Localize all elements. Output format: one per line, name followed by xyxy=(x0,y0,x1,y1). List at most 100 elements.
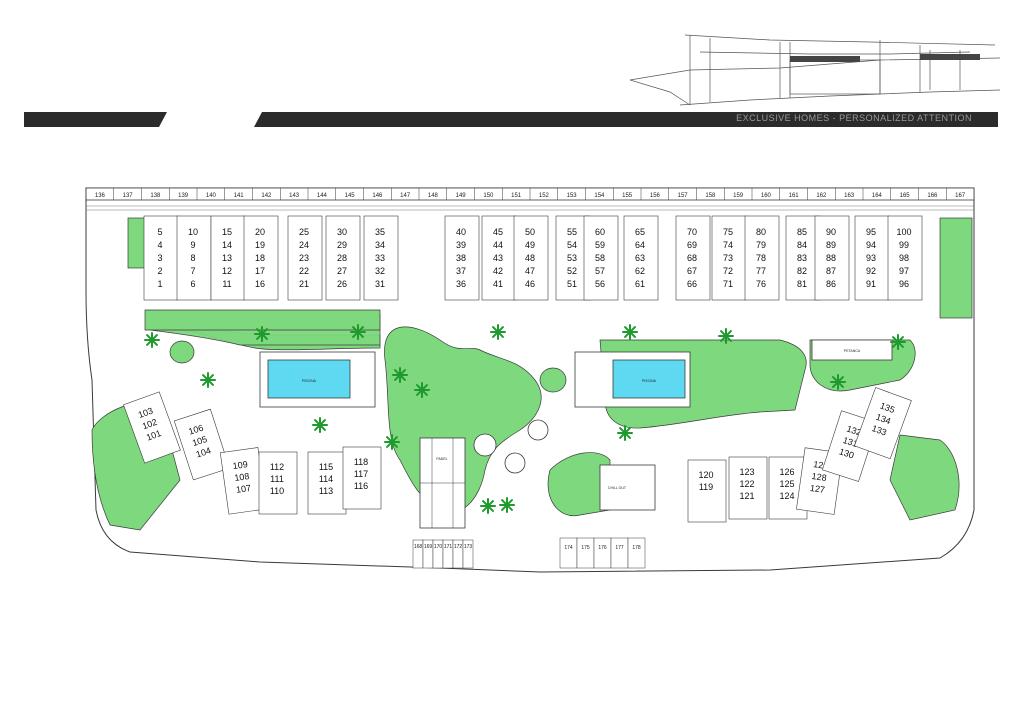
parking-space-number: 157 xyxy=(678,193,689,199)
unit-number: 86 xyxy=(826,279,836,289)
unit-number: 99 xyxy=(899,240,909,250)
parking-space-number: 140 xyxy=(206,193,217,199)
unit-number: 64 xyxy=(635,240,645,250)
parking-space-number: 143 xyxy=(289,193,300,199)
palm-tree-icon xyxy=(200,372,216,388)
unit-number: 37 xyxy=(456,266,466,276)
unit-number: 108 xyxy=(234,471,250,483)
unit-number: 6 xyxy=(190,279,195,289)
apartment-block xyxy=(513,215,549,301)
garden-small-center xyxy=(539,367,567,393)
parking-space-number: 160 xyxy=(761,193,772,199)
unit-number: 38 xyxy=(456,253,466,263)
apartment-block xyxy=(143,215,179,301)
unit-number: 82 xyxy=(797,266,807,276)
unit-number: 75 xyxy=(723,227,733,237)
apartment-block xyxy=(854,215,890,301)
unit-number: 102 xyxy=(141,417,159,432)
unit-number: 101 xyxy=(145,428,163,443)
unit-number: 58 xyxy=(595,253,605,263)
parking-space-number: 168 xyxy=(414,544,423,550)
garden-top-band xyxy=(144,309,381,331)
unit-number: 54 xyxy=(567,240,577,250)
unit-number: 29 xyxy=(337,240,347,250)
parking-space-number: 156 xyxy=(650,193,661,199)
unit-number: 21 xyxy=(299,279,309,289)
unit-number: 115 xyxy=(319,462,333,472)
palm-tree-icon xyxy=(499,497,515,513)
parking-space-number: 146 xyxy=(372,193,383,199)
unit-number: 79 xyxy=(756,240,766,250)
apartment-block xyxy=(711,215,747,301)
unit-number: 70 xyxy=(687,227,697,237)
apartment-block xyxy=(623,215,659,301)
unit-number: 22 xyxy=(299,266,309,276)
unit-number: 26 xyxy=(337,279,347,289)
palm-tree-icon xyxy=(890,334,906,350)
unit-number: 67 xyxy=(687,266,697,276)
parking-space-number: 141 xyxy=(234,193,245,199)
apartment-block xyxy=(675,215,711,301)
unit-number: 33 xyxy=(375,253,385,263)
parking-space-number: 172 xyxy=(454,544,463,550)
unit-number: 27 xyxy=(337,266,347,276)
parking-space-number: 145 xyxy=(345,193,356,199)
unit-number: 121 xyxy=(739,491,754,501)
apartment-block xyxy=(814,215,850,301)
unit-number: 53 xyxy=(567,253,577,263)
playground-element xyxy=(473,433,497,457)
parking-space-number: 159 xyxy=(733,193,744,199)
unit-number: 134 xyxy=(875,412,893,427)
unit-number: 132 xyxy=(845,424,862,438)
unit-number: 127 xyxy=(809,483,825,495)
unit-number: 94 xyxy=(866,240,876,250)
parking-space xyxy=(576,537,595,569)
unit-number: 42 xyxy=(493,266,503,276)
unit-number: 106 xyxy=(187,423,204,437)
palm-tree-icon xyxy=(830,374,846,390)
unit-number: 126 xyxy=(779,467,794,477)
parking-space-number: 175 xyxy=(581,545,590,551)
parking-space-number: 171 xyxy=(444,544,453,550)
unit-number: 65 xyxy=(635,227,645,237)
parking-space-number: 162 xyxy=(816,193,827,199)
unit-number: 96 xyxy=(899,279,909,289)
palm-tree-icon xyxy=(392,367,408,383)
unit-number: 31 xyxy=(375,279,385,289)
parking-space-number: 166 xyxy=(927,193,938,199)
unit-number: 18 xyxy=(255,253,265,263)
apartment-block xyxy=(287,215,323,301)
unit-number: 109 xyxy=(232,459,248,471)
pool-right-label: PISCINA xyxy=(642,379,657,383)
unit-number: 11 xyxy=(222,279,231,289)
apartment-block xyxy=(176,215,212,301)
parking-space xyxy=(559,537,578,569)
unit-number: 45 xyxy=(493,227,503,237)
palm-tree-icon xyxy=(480,498,496,514)
unit-number: 95 xyxy=(866,227,876,237)
unit-number: 93 xyxy=(866,253,876,263)
unit-number: 72 xyxy=(723,266,733,276)
palm-tree-icon xyxy=(622,324,638,340)
unit-number: 59 xyxy=(595,240,605,250)
apartment-block xyxy=(210,215,246,301)
header-banner-left xyxy=(24,112,167,127)
playground-element xyxy=(504,452,526,474)
unit-number: 105 xyxy=(191,434,208,448)
parking-space-number: 170 xyxy=(434,544,443,550)
unit-number: 25 xyxy=(299,227,309,237)
unit-number: 128 xyxy=(811,471,827,483)
unit-number: 71 xyxy=(723,279,733,289)
parking-space-number: 178 xyxy=(632,545,641,551)
unit-number: 68 xyxy=(687,253,697,263)
unit-number: 7 xyxy=(190,266,195,276)
unit-number: 118 xyxy=(354,457,368,467)
unit-number: 104 xyxy=(195,445,212,459)
unit-number: 41 xyxy=(493,279,503,289)
unit-number: 46 xyxy=(525,279,535,289)
unit-number: 44 xyxy=(493,240,503,250)
parking-space-number: 137 xyxy=(123,193,134,199)
unit-number: 1 xyxy=(157,279,162,289)
